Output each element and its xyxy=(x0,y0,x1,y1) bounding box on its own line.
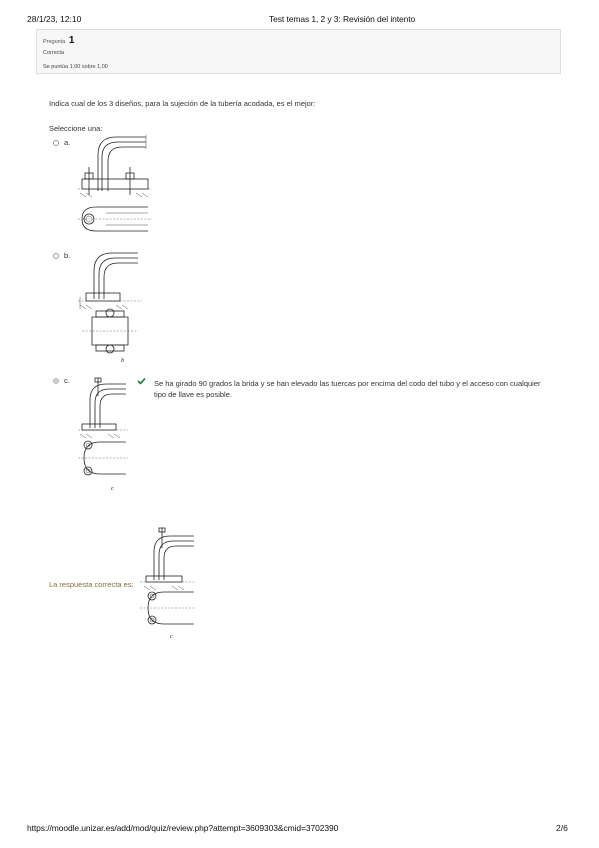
page-header-date: 28/1/23, 12:10 xyxy=(27,14,82,24)
footer-url: https://moodle.unizar.es/add/mod/quiz/re… xyxy=(27,823,339,833)
option-b-label: b. xyxy=(64,251,71,260)
option-c-figure: c xyxy=(78,377,128,492)
question-number-value: 1 xyxy=(68,35,75,46)
question-info-box: Pregunta 1 Correcta Se puntúa 1,00 sobre… xyxy=(36,29,561,74)
option-c-radio[interactable] xyxy=(53,378,59,384)
question-state: Correcta xyxy=(43,50,65,56)
question-label: Pregunta xyxy=(43,39,66,45)
correct-answer-label: La respuesta correcta es: xyxy=(49,580,134,589)
footer-page-number: 2/6 xyxy=(556,823,568,833)
check-icon xyxy=(137,377,146,385)
option-c-label: c. xyxy=(64,376,70,385)
page-header-title: Test temas 1, 2 y 3: Revisión del intent… xyxy=(269,14,416,24)
option-a-label: a. xyxy=(64,138,71,147)
feedback-text: Se ha girado 90 grados la brida y se han… xyxy=(154,379,541,399)
question-grade: Se puntúa 1,00 sobre 1,00 xyxy=(43,64,108,70)
correct-answer-figure: c xyxy=(140,527,196,640)
option-b-radio[interactable] xyxy=(53,253,59,259)
option-a-radio[interactable] xyxy=(53,140,59,146)
option-a-figure xyxy=(78,135,152,232)
question-number: Pregunta 1 xyxy=(43,35,74,46)
option-b-figure-label: b xyxy=(121,358,124,364)
option-b-figure: b xyxy=(78,252,142,364)
option-c-figure-label: c xyxy=(111,486,114,492)
correct-answer-figure-label: c xyxy=(170,634,173,640)
answer-prompt: Seleccione una: xyxy=(49,124,103,133)
question-text: Indica cual de los 3 diseños, para la su… xyxy=(49,99,316,108)
